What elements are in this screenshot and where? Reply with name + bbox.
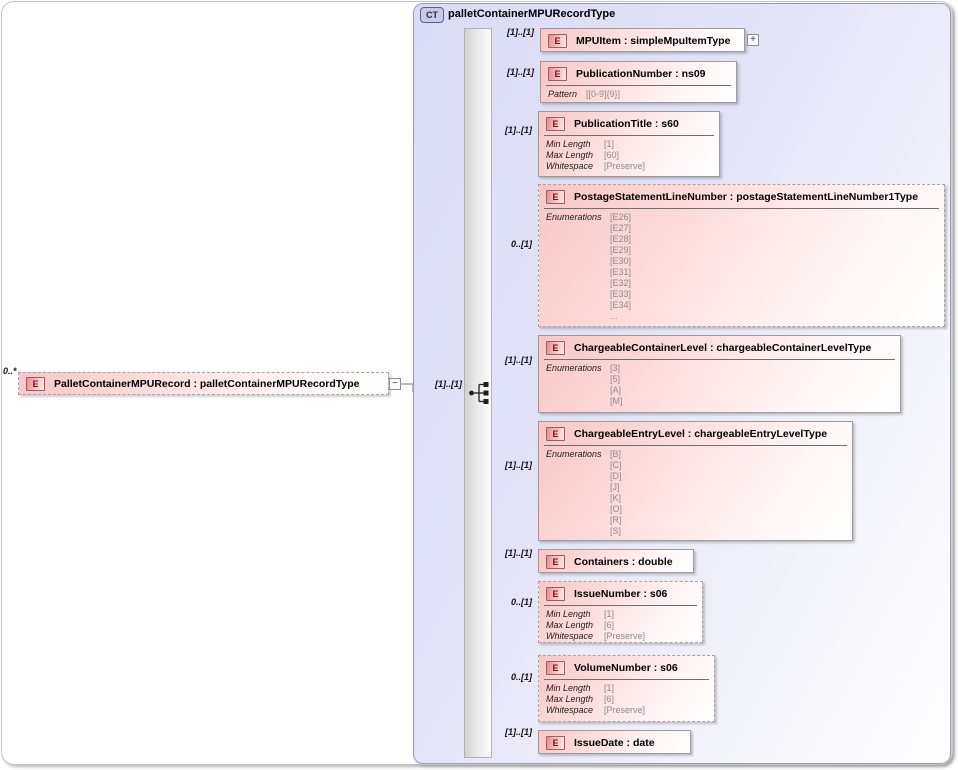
element-icon: E bbox=[26, 376, 45, 391]
facet-label: Max Length bbox=[546, 694, 594, 704]
element-icon: E bbox=[546, 189, 565, 204]
element-publicationtitle[interactable]: E PublicationTitle : s60 Min Length [1] … bbox=[538, 111, 720, 177]
element-icon: E bbox=[546, 426, 565, 441]
element-postagestatementlinenumber[interactable]: E PostageStatementLineNumber : postageSt… bbox=[538, 184, 945, 327]
cardinality-label: [1]..[1] bbox=[507, 27, 534, 37]
facet-label: Enumerations bbox=[546, 449, 602, 459]
facet-label: Enumerations bbox=[546, 363, 602, 373]
element-icon: E bbox=[546, 340, 565, 355]
facet-label: Min Length bbox=[546, 609, 591, 619]
element-icon: E bbox=[546, 554, 565, 569]
element-name: PublicationTitle : s60 bbox=[574, 117, 679, 130]
element-name: ChargeableContainerLevel : chargeableCon… bbox=[574, 341, 872, 354]
element-name: Containers : double bbox=[574, 555, 673, 568]
element-volumenumber[interactable]: E VolumeNumber : s06 Min Length [1] Max … bbox=[538, 655, 715, 722]
cardinality-label: 0..[1] bbox=[510, 597, 532, 607]
root-connector-cardinality: [1]..[1] bbox=[435, 379, 462, 389]
cardinality-label: 0..[1] bbox=[510, 239, 532, 249]
facet-label: Min Length bbox=[546, 139, 591, 149]
divider bbox=[544, 359, 895, 360]
divider bbox=[544, 135, 714, 136]
facet-value: [1] bbox=[604, 139, 615, 149]
facet-label: Min Length bbox=[546, 683, 591, 693]
element-name: PublicationNumber : ns09 bbox=[576, 67, 706, 80]
element-icon: E bbox=[546, 586, 565, 601]
element-publicationnumber[interactable]: E PublicationNumber : ns09 Pattern [[0-9… bbox=[540, 61, 737, 103]
element-icon: E bbox=[548, 33, 567, 48]
sequence-compositor-icon[interactable] bbox=[466, 380, 492, 406]
element-name: VolumeNumber : s06 bbox=[574, 661, 678, 674]
facet-value: [[0-9]{9}] bbox=[586, 89, 621, 99]
facet-label: Whitespace bbox=[546, 705, 594, 715]
facet-label: Max Length bbox=[546, 620, 594, 630]
facet-value: [6] bbox=[604, 694, 615, 704]
facet-value: [B] [C] [D] [J] [K] [O] [R] [S] bbox=[610, 449, 623, 536]
facet-label: Max Length bbox=[546, 150, 594, 160]
root-element-name: PalletContainerMPURecord : palletContain… bbox=[54, 377, 360, 390]
facet-value: [6] bbox=[604, 620, 615, 630]
cardinality-label: [1]..[1] bbox=[505, 460, 532, 470]
cardinality-label: [1]..[1] bbox=[505, 355, 532, 365]
element-containers[interactable]: E Containers : double bbox=[538, 549, 694, 573]
facet-value: [1] bbox=[604, 683, 615, 693]
element-chargeablecontainerlevel[interactable]: E ChargeableContainerLevel : chargeableC… bbox=[538, 335, 901, 413]
facet-label: Pattern bbox=[548, 89, 578, 99]
element-chargeableentrylevel[interactable]: E ChargeableEntryLevel : chargeableEntry… bbox=[538, 421, 853, 541]
facet-value: [60] bbox=[604, 150, 620, 160]
facet-value: [E26] [E27] [E28] [E29] [E30] [E31] [E32… bbox=[610, 212, 632, 321]
facet-value: [3] [5] [A] [M] bbox=[610, 363, 623, 406]
element-name: PostageStatementLineNumber : postageStat… bbox=[574, 190, 919, 203]
cardinality-label: [1]..[1] bbox=[505, 125, 532, 135]
facet-label: Whitespace bbox=[546, 631, 594, 641]
element-name: IssueNumber : s06 bbox=[574, 587, 668, 600]
facet-label: Enumerations bbox=[546, 212, 602, 222]
cardinality-label: [1]..[1] bbox=[507, 67, 534, 77]
element-icon: E bbox=[546, 660, 565, 675]
divider bbox=[544, 605, 697, 606]
element-icon: E bbox=[546, 116, 565, 131]
divider bbox=[544, 208, 939, 209]
complex-type-title: palletContainerMPURecordType bbox=[448, 8, 616, 20]
element-icon: E bbox=[548, 66, 567, 81]
facet-label: Whitespace bbox=[546, 161, 594, 171]
facet-value: [Preserve] bbox=[604, 631, 646, 641]
complex-type-badge-icon: CT bbox=[420, 7, 444, 23]
element-icon: E bbox=[546, 735, 565, 750]
cardinality-label: 0..[1] bbox=[510, 672, 532, 682]
expand-toggle-button[interactable]: + bbox=[747, 34, 759, 46]
cardinality-label: [1]..[1] bbox=[505, 548, 532, 558]
element-issuenumber[interactable]: E IssueNumber : s06 Min Length [1] Max L… bbox=[538, 581, 703, 643]
collapse-toggle-button[interactable]: − bbox=[389, 378, 401, 390]
facet-value: [1] bbox=[604, 609, 615, 619]
root-element-palletcontainermpurecord[interactable]: E PalletContainerMPURecord : palletConta… bbox=[18, 372, 389, 395]
divider bbox=[546, 85, 731, 86]
element-issuedate[interactable]: E IssueDate : date bbox=[538, 730, 691, 754]
divider bbox=[544, 679, 709, 680]
element-name: MPUItem : simpleMpuItemType bbox=[576, 34, 731, 47]
element-name: IssueDate : date bbox=[574, 736, 655, 749]
cardinality-label: [1]..[1] bbox=[505, 727, 532, 737]
element-mpuitem[interactable]: E MPUItem : simpleMpuItemType bbox=[540, 28, 745, 52]
facet-value: [Preserve] bbox=[604, 161, 646, 171]
root-cardinality: 0..* bbox=[3, 366, 17, 376]
element-name: ChargeableEntryLevel : chargeableEntryLe… bbox=[574, 427, 828, 440]
divider bbox=[544, 445, 847, 446]
facet-value: [Preserve] bbox=[604, 705, 646, 715]
